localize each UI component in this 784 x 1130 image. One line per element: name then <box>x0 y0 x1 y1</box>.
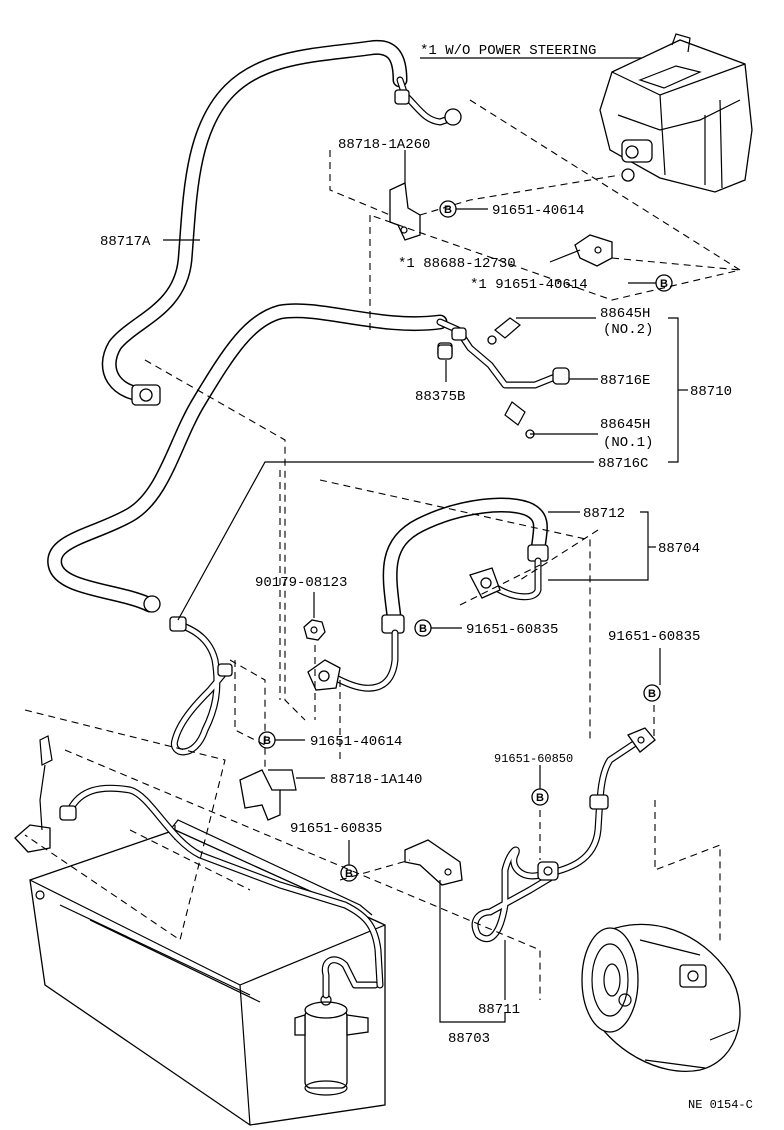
circled-b-icon: B <box>643 684 661 702</box>
dashed-leader-lines <box>24 99 742 1000</box>
label-88717A: 88717A <box>100 234 151 250</box>
label-91651-40614-a: 91651-40614 <box>492 203 584 219</box>
label-91651-40614-c: 91651-40614 <box>310 734 402 750</box>
label-88710: 88710 <box>690 384 732 400</box>
part-labels: 88717A 88718-1A260 91651-40614 *1 88688-… <box>100 137 753 1112</box>
circled-b-icon: B <box>258 731 276 749</box>
bracket-88703-icon <box>404 839 463 886</box>
circled-b-icon: B <box>414 619 432 637</box>
bracket-88718-1A140-icon <box>239 769 297 821</box>
liquid-tube-lower <box>169 616 233 756</box>
label-88718-1A140: 88718-1A140 <box>330 772 422 788</box>
label-88716C: 88716C <box>598 456 648 472</box>
label-91651-60850: 91651-60850 <box>494 752 573 766</box>
solid-leader-lines <box>163 150 688 1023</box>
label-88645H-no2: 88645H <box>600 306 650 322</box>
nut-icon <box>303 619 326 641</box>
condenser-inlet-pipe <box>14 735 384 989</box>
bracket-88718-1A260-icon <box>389 182 421 241</box>
svg-text:B: B <box>660 278 668 290</box>
label-91651-40614-b: *1 91651-40614 <box>470 277 588 293</box>
label-88704: 88704 <box>658 541 700 557</box>
label-88711: 88711 <box>478 1002 520 1018</box>
label-91651-60835-a: 91651-60835 <box>466 622 558 638</box>
circled-b-icon: B <box>531 788 549 806</box>
svg-text:B: B <box>263 735 271 747</box>
label-88703: 88703 <box>448 1031 490 1047</box>
label-88712: 88712 <box>583 506 625 522</box>
label-91651-60835-c: 91651-60835 <box>290 821 382 837</box>
suction-pipe-88711 <box>471 727 656 943</box>
label-90179-08123: 90179-08123 <box>255 575 347 591</box>
label-88716E: 88716E <box>600 373 650 389</box>
label-88645H-no1: 88645H <box>600 417 650 433</box>
svg-text:B: B <box>419 623 427 635</box>
figure-code: NE 0154-C <box>688 1098 753 1112</box>
svg-text:B: B <box>536 792 544 804</box>
svg-text:B: B <box>648 688 656 700</box>
label-88645H-no2-sub: (NO.2) <box>603 322 653 338</box>
receiver-dryer-icon <box>294 956 379 1096</box>
svg-text:B: B <box>345 868 353 880</box>
suction-hose-88717A <box>101 39 462 406</box>
label-91651-60835-b: 91651-60835 <box>608 629 700 645</box>
bracket-88688-12730-icon <box>574 234 613 267</box>
label-88645H-no1-sub: (NO.1) <box>603 435 653 451</box>
note-without-power-steering: *1 W/O POWER STEERING <box>420 43 642 59</box>
label-88718-1A260: 88718-1A260 <box>338 137 430 153</box>
liquid-pipe-88716C <box>47 303 570 613</box>
evaporator-unit-icon <box>599 33 753 193</box>
clamp-88375B-icon <box>437 344 453 360</box>
label-88688-12730: *1 88688-12730 <box>398 256 516 272</box>
circled-b-icon: B <box>439 200 457 218</box>
compressor-icon <box>581 923 741 1072</box>
discharge-hose-88712 <box>307 497 549 692</box>
label-88375B: 88375B <box>415 389 465 405</box>
svg-text:*1 W/O POWER STEERING: *1 W/O POWER STEERING <box>420 43 596 59</box>
svg-text:B: B <box>444 204 452 216</box>
